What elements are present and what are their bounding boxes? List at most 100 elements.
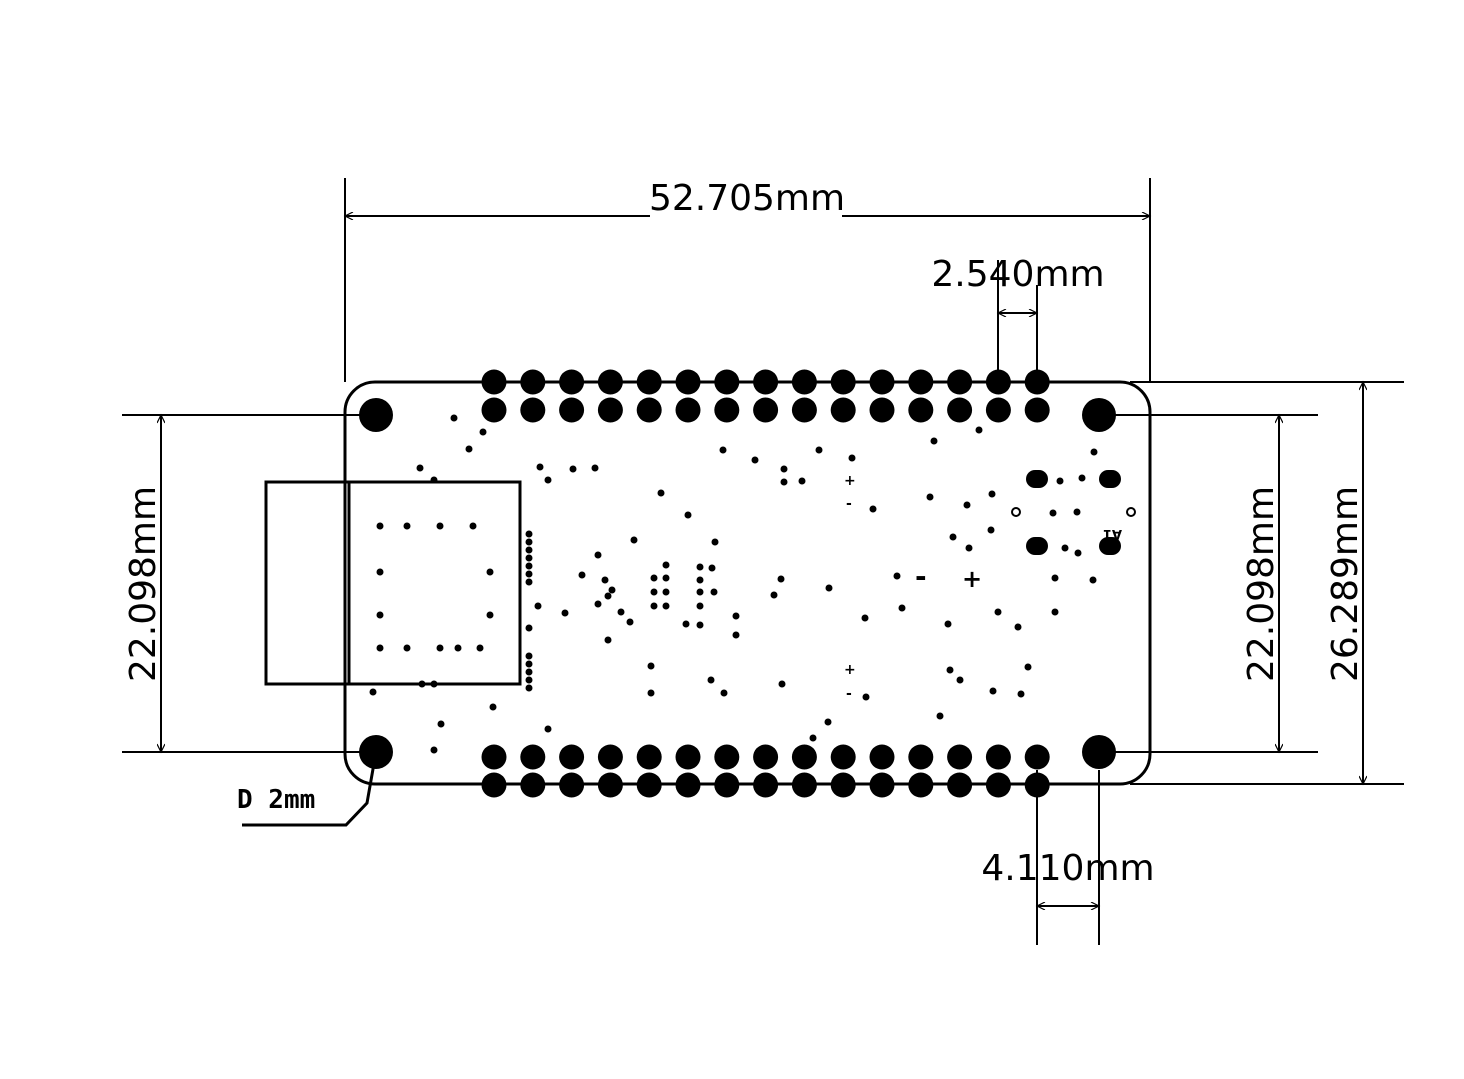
via	[989, 687, 997, 695]
oval-pads	[1011, 470, 1136, 555]
via	[825, 584, 833, 592]
via	[376, 611, 384, 619]
via	[525, 676, 533, 684]
via	[369, 688, 377, 696]
via	[403, 522, 411, 530]
via	[751, 456, 759, 464]
via	[617, 608, 625, 616]
silk-a1: A1	[1103, 526, 1122, 541]
header-pin	[675, 744, 701, 770]
header-pin	[597, 369, 623, 395]
header-pin	[869, 772, 895, 798]
dimension-overall-height: 26.289mm	[1130, 382, 1404, 784]
via	[486, 568, 494, 576]
header-pin	[636, 369, 662, 395]
via	[469, 522, 477, 530]
header-pin	[1024, 744, 1050, 770]
via	[711, 538, 719, 546]
header-pin	[791, 397, 817, 423]
via	[988, 490, 996, 498]
via	[650, 588, 658, 596]
header-pin	[753, 772, 779, 798]
header-pin	[481, 369, 507, 395]
via	[578, 571, 586, 579]
header-pin	[520, 772, 546, 798]
via	[594, 551, 602, 559]
header-pin	[830, 772, 856, 798]
via	[436, 522, 444, 530]
header-pin	[559, 397, 585, 423]
header-pin	[869, 744, 895, 770]
via	[1017, 690, 1025, 698]
via	[732, 612, 740, 620]
via	[650, 602, 658, 610]
header-pin	[947, 772, 973, 798]
via	[848, 454, 856, 462]
oval-pad	[1026, 537, 1048, 555]
dimension-overall-width-label: 52.705mm	[649, 178, 845, 219]
via	[630, 536, 638, 544]
header-pin	[791, 369, 817, 395]
hole-label: D 2mm	[237, 785, 315, 815]
via	[963, 501, 971, 509]
header-pin	[830, 369, 856, 395]
via	[465, 445, 473, 453]
dimension-hole-offset: 4.110mm	[981, 770, 1155, 945]
via	[569, 465, 577, 473]
via	[525, 546, 533, 554]
via	[1089, 576, 1097, 584]
via	[708, 564, 716, 572]
via	[662, 588, 670, 596]
via	[486, 611, 494, 619]
via	[430, 680, 438, 688]
via	[869, 505, 877, 513]
via	[454, 644, 462, 652]
dimension-hole-spacing-right-label: 22.098mm	[1241, 486, 1282, 682]
via	[650, 574, 658, 582]
header-pin	[714, 744, 740, 770]
via	[525, 660, 533, 668]
via	[770, 591, 778, 599]
via	[780, 465, 788, 473]
header-pin	[753, 369, 779, 395]
via	[696, 563, 704, 571]
via	[525, 624, 533, 632]
header-pin	[597, 744, 623, 770]
mounting-holes	[359, 398, 1116, 769]
via	[525, 538, 533, 546]
via	[987, 526, 995, 534]
via	[591, 464, 599, 472]
via	[525, 652, 533, 660]
header-pin	[753, 744, 779, 770]
via	[898, 604, 906, 612]
header-pin	[714, 772, 740, 798]
header-pin	[636, 397, 662, 423]
via	[1024, 663, 1032, 671]
header-pin	[830, 744, 856, 770]
via	[862, 693, 870, 701]
via	[798, 477, 806, 485]
header-pin	[869, 369, 895, 395]
via	[534, 602, 542, 610]
header-pin	[947, 369, 973, 395]
via	[1061, 544, 1069, 552]
header-pin	[559, 369, 585, 395]
via	[376, 522, 384, 530]
via	[594, 600, 602, 608]
via	[956, 676, 964, 684]
via	[1014, 623, 1022, 631]
via	[376, 568, 384, 576]
header-pin	[520, 397, 546, 423]
silk-minus-bottom: -	[846, 686, 852, 702]
via	[926, 493, 934, 501]
header-pin	[753, 397, 779, 423]
via	[376, 644, 384, 652]
header-pin	[559, 744, 585, 770]
pin1-marker	[1011, 507, 1021, 517]
via	[525, 684, 533, 692]
oval-pad	[1099, 470, 1121, 488]
header-pin	[597, 772, 623, 798]
via	[861, 614, 869, 622]
header-pin	[908, 772, 934, 798]
via	[601, 576, 609, 584]
